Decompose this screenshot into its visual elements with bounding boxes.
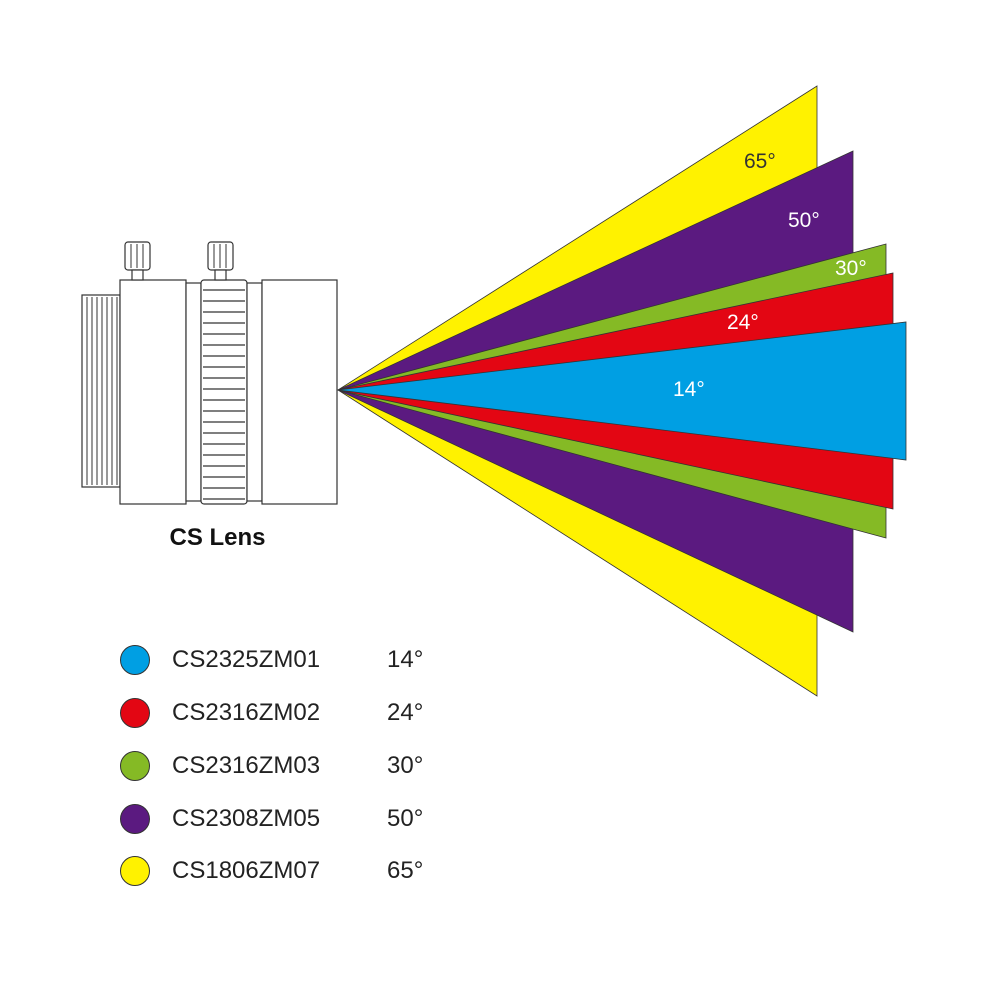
legend-item: CS2325ZM01 14°: [120, 645, 423, 675]
color-swatch: [120, 856, 150, 886]
fan-label-50: 50°: [788, 209, 820, 232]
fan-label-30: 30°: [835, 257, 867, 280]
lens-body-front: [261, 279, 338, 505]
color-swatch: [120, 804, 150, 834]
legend-angle: 65°: [387, 857, 424, 884]
cs-lens-drawing: [81, 241, 338, 505]
legend-angle: 50°: [387, 805, 424, 832]
legend-model: CS2325ZM01: [172, 646, 321, 673]
legend-angle: 14°: [387, 646, 424, 673]
color-swatch: [120, 751, 150, 781]
legend-model: CS2316ZM03: [172, 752, 321, 779]
legend-model: CS2308ZM05: [172, 805, 321, 832]
color-swatch: [120, 698, 150, 728]
legend-item: CS1806ZM07 65°: [120, 856, 423, 886]
legend-item: CS2316ZM03 30°: [120, 751, 423, 781]
lens-body-rear: [119, 279, 187, 505]
fan-label-24: 24°: [727, 311, 759, 334]
fan-label-65: 65°: [744, 150, 776, 173]
field-of-view-fans: [336, 85, 907, 697]
legend-item: CS2316ZM02 24°: [120, 698, 423, 728]
lens-thread: [81, 294, 121, 488]
legend-model: CS1806ZM07: [172, 857, 321, 884]
legend-angle: 30°: [387, 752, 424, 779]
fov-fan-14: [337, 321, 907, 461]
focus-ring: [200, 279, 248, 505]
legend-angle: 24°: [387, 699, 424, 726]
color-swatch: [120, 645, 150, 675]
fan-label-14: 14°: [673, 378, 705, 401]
legend-item: CS2308ZM05 50°: [120, 804, 423, 834]
lens-title: CS Lens: [169, 524, 266, 551]
legend-model: CS2316ZM02: [172, 699, 321, 726]
